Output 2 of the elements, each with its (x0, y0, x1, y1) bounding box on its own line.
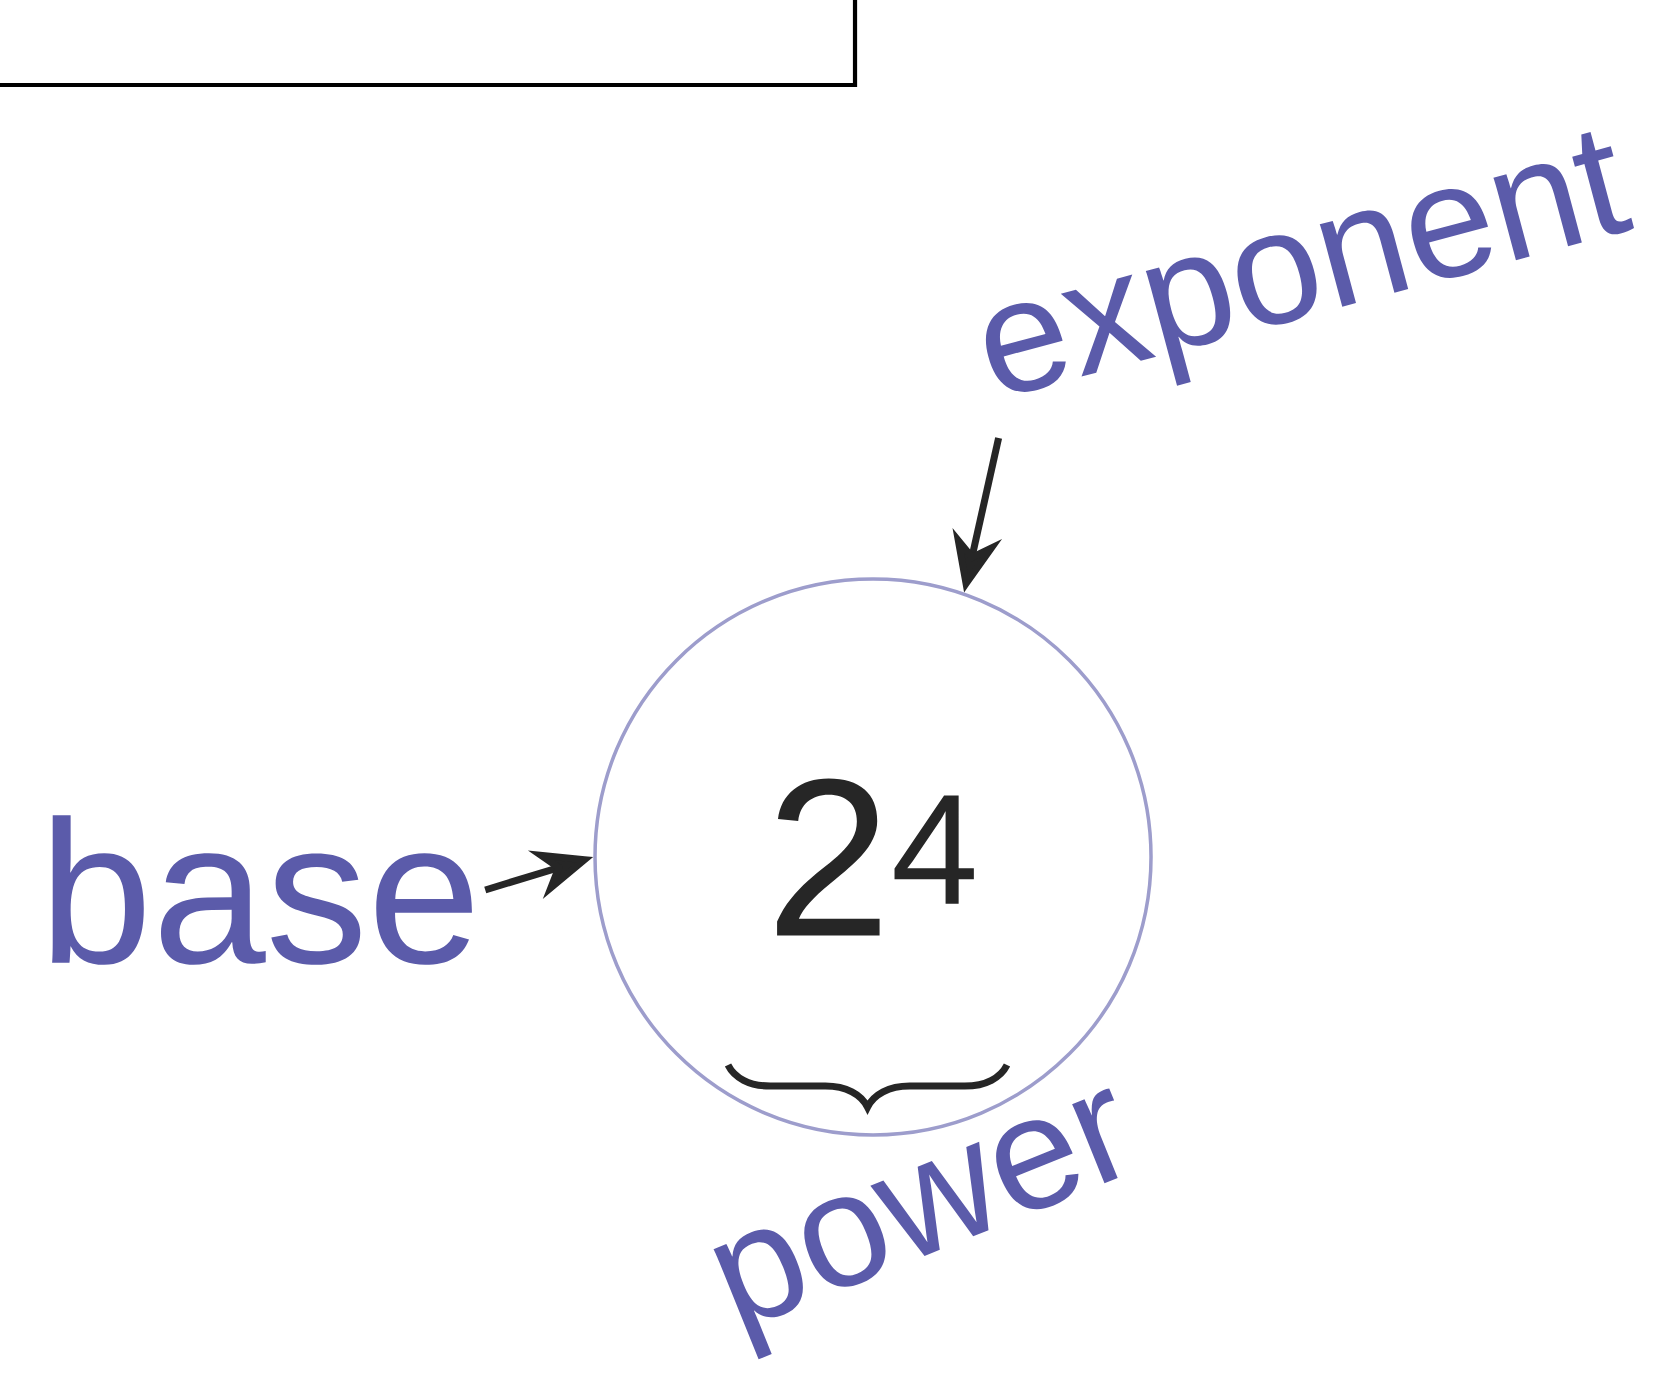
handwritten-label: exponent (985, 132, 1634, 392)
handwritten-label: base (52, 815, 472, 965)
